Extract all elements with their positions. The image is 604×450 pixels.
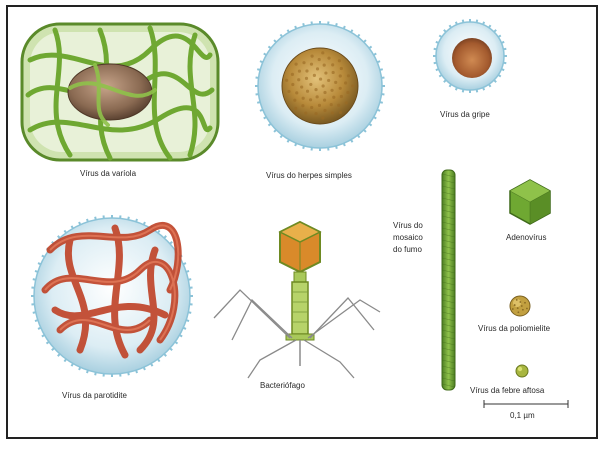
capsomere	[294, 107, 297, 110]
capsomere	[339, 74, 342, 77]
capsomere	[310, 55, 313, 58]
label-mosaico-2: mosaico	[393, 233, 423, 242]
capsomere	[344, 81, 347, 84]
capsomere	[302, 61, 305, 64]
capsomere	[337, 104, 340, 107]
capsomere	[310, 106, 313, 109]
capsomere	[522, 309, 524, 311]
label-parotidite: Vírus da parotidite	[62, 391, 127, 400]
capsomere	[293, 99, 296, 102]
capsomere	[316, 67, 319, 70]
label-mosaico-1: Vírus do	[393, 221, 423, 230]
helical-rod-virus-icon	[442, 170, 455, 390]
enveloped-icosahedral-virus-icon	[255, 21, 385, 151]
label-poliovirus: Vírus da poliomielite	[478, 324, 551, 333]
capsomere	[340, 95, 343, 98]
label-febre-aftosa: Vírus da febre aftosa	[470, 386, 545, 395]
capsomere	[327, 57, 330, 60]
capsomere	[332, 71, 335, 74]
capsomere	[324, 71, 327, 74]
capsomere	[526, 308, 528, 310]
label-herpes: Vírus do herpes simples	[266, 171, 352, 180]
capsomere	[313, 74, 316, 77]
capsomere	[323, 64, 326, 67]
label-scale: 0,1 µm	[510, 411, 535, 420]
capsomere	[517, 307, 519, 309]
capsomere	[347, 74, 350, 77]
capsomere	[323, 109, 326, 112]
brick-virus-icon	[22, 24, 218, 160]
capsomere	[285, 79, 288, 82]
capsomere	[294, 63, 297, 66]
label-mosaico-3: do fumo	[393, 245, 422, 254]
capsomere	[301, 104, 304, 107]
label-adenovirus: Adenovírus	[506, 233, 546, 242]
label-bacteriofago: Bacteriófago	[260, 381, 305, 390]
enveloped-spiked-virus-icon	[433, 19, 507, 93]
icosahedral-virus-icon	[510, 180, 550, 224]
capsomere	[330, 89, 333, 92]
capsomere	[305, 69, 308, 72]
capsomere	[314, 112, 317, 115]
capsomere	[304, 111, 307, 114]
capsomere	[291, 83, 294, 86]
bacteriophage-icon	[214, 222, 380, 378]
small-icosahedral-virus-icon	[510, 296, 530, 316]
label-gripe: Vírus da gripe	[440, 110, 490, 119]
capsomere	[332, 96, 335, 99]
capsomere	[305, 77, 308, 80]
capsomere	[340, 67, 343, 70]
capsomere	[346, 91, 349, 94]
label-variola: Vírus da varíola	[80, 169, 137, 178]
capsomere	[323, 91, 326, 94]
capsomere	[322, 84, 325, 87]
capsomere	[351, 84, 354, 87]
capsomere	[517, 311, 519, 313]
capsomere	[321, 116, 324, 119]
tiny-icosahedral-virus-icon	[516, 365, 528, 377]
capsomere	[287, 90, 290, 93]
capsomere	[339, 87, 342, 90]
capsomere	[330, 103, 333, 106]
capsomere	[316, 95, 319, 98]
capsomere	[519, 301, 521, 303]
capsomere	[306, 90, 309, 93]
capsomere	[297, 78, 300, 81]
capsomere	[514, 304, 516, 306]
capsomere	[339, 111, 342, 114]
capsomere	[309, 83, 312, 86]
capsomere	[295, 91, 298, 94]
capsomere	[327, 79, 330, 82]
capsomere	[318, 104, 321, 107]
capsomere	[323, 99, 326, 102]
capsomere	[318, 58, 321, 61]
capsomere	[321, 51, 324, 54]
capsomere	[291, 73, 294, 76]
capsomere	[512, 308, 514, 310]
capsomere	[345, 101, 348, 104]
capsomere	[310, 63, 313, 66]
capsomere	[524, 302, 526, 304]
capsomere	[516, 299, 518, 301]
scale-bar	[484, 400, 568, 408]
capsomere	[300, 85, 303, 88]
capsomere	[331, 111, 334, 114]
capsomere	[302, 97, 305, 100]
capsomere	[309, 98, 312, 101]
capsomere	[334, 81, 337, 84]
capsomere	[314, 88, 317, 91]
capsomere	[338, 59, 341, 62]
capsomere	[331, 63, 334, 66]
paramyxovirus-icon	[31, 215, 193, 377]
capsomere	[521, 305, 523, 307]
capsomere	[298, 69, 301, 72]
capsomere	[319, 77, 322, 80]
